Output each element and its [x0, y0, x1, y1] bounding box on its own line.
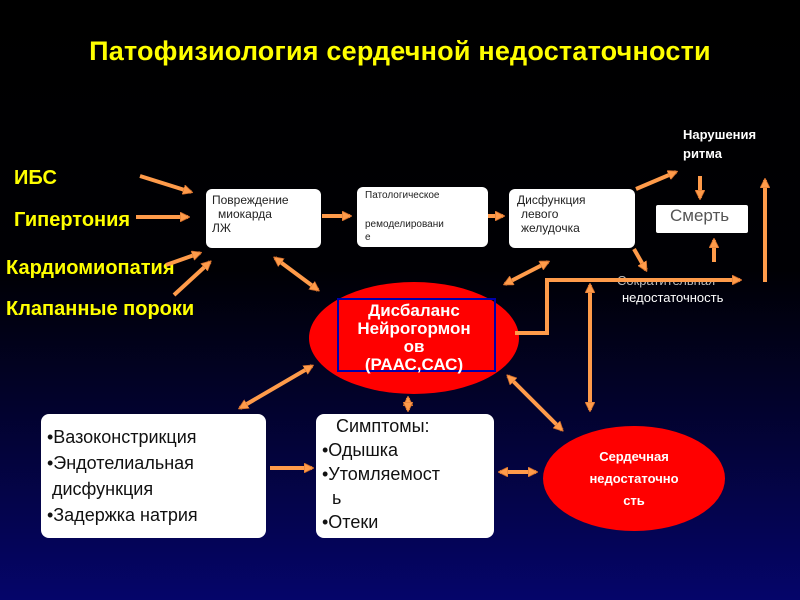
- box-line: Патологическое: [365, 190, 440, 201]
- list-item: •Отеки: [322, 512, 379, 532]
- box-line: Повреждение: [212, 193, 289, 207]
- list-item: дисфункция: [47, 479, 154, 499]
- arrow-damage-imbalance: [275, 258, 318, 290]
- imbalance-line: Нейрогормон: [357, 319, 471, 338]
- box-line: ремоделировани: [365, 219, 444, 230]
- list-item: •Одышка: [322, 440, 399, 460]
- box-myocardial-damage: Повреждение миокарда ЛЖ: [206, 189, 321, 248]
- list-item: •Эндотелиальная: [47, 453, 194, 473]
- imbalance-line: Дисбаланс: [368, 301, 460, 320]
- ellipse-neurohormonal-imbalance: Дисбаланс Нейрогормон ов (РААС,САС): [309, 282, 519, 394]
- box-vasoconstriction: •Вазоконстрикция •Эндотелиальная дисфунк…: [41, 414, 266, 538]
- cause-valve-disease: Клапанные пороки: [6, 298, 195, 320]
- label-arrhythmia: Нарушения ритма: [683, 125, 756, 163]
- label-line: недостаточность: [622, 290, 724, 305]
- arrow-imbalance-heartfailure: [508, 376, 562, 430]
- arrow-to-arrhythmia: [635, 172, 676, 191]
- box-pathological-remodeling: Патологическое ремоделировани е: [357, 187, 488, 247]
- list-item: ь: [332, 488, 342, 508]
- heart-failure-line: Сердечная: [599, 448, 669, 464]
- list-item: •Вазоконстрикция: [47, 427, 197, 447]
- label-line: ритма: [683, 146, 722, 161]
- imbalance-line: (РААС,САС): [364, 355, 464, 374]
- box-line: Дисфункция: [517, 193, 586, 207]
- box-line: е: [365, 232, 371, 243]
- imbalance-frame: [337, 298, 496, 372]
- box-line: ЛЖ: [212, 221, 231, 235]
- list-item: •Задержка натрия: [47, 505, 198, 525]
- arrow-valve: [172, 262, 210, 297]
- imbalance-text: Дисбаланс Нейрогормон ов (РААС,САС): [357, 302, 470, 374]
- heart-failure-line: недостаточно: [589, 470, 679, 486]
- box-symptoms: Симптомы: •Одышка •Утомляемост ь •Отеки: [316, 414, 494, 538]
- box-line: миокарда: [218, 207, 272, 221]
- arrow-ibs: [139, 174, 191, 192]
- arrow-imbalance-right: [515, 280, 740, 335]
- imbalance-line: ов: [403, 337, 425, 356]
- heart-failure-line: сть: [623, 492, 645, 508]
- box-death: Смерть: [656, 205, 748, 233]
- heart-failure-text: Сердечная недостаточно сть: [589, 446, 678, 512]
- list-item: Симптомы:: [336, 416, 430, 436]
- arrow-cardiomyopathy: [165, 253, 200, 267]
- box-lv-dysfunction: Дисфункция левого желудочка: [509, 189, 635, 248]
- box-line: левого: [521, 207, 559, 221]
- arrow-vaso-imbalance: [240, 364, 312, 410]
- label-line: Нарушения: [683, 127, 757, 142]
- cause-ibs: ИБС: [14, 167, 57, 189]
- ellipse-heart-failure: Сердечная недостаточно сть: [543, 426, 725, 531]
- box-line: желудочка: [521, 221, 580, 235]
- arrow-dysfunction-contractile: [632, 248, 648, 270]
- list-item: •Утомляемост: [322, 464, 441, 484]
- arrow-imbalance-dysfunction: [505, 260, 548, 286]
- page-title: Патофизиология сердечной недостаточности: [89, 36, 711, 66]
- box-line: Смерть: [670, 206, 730, 225]
- cause-hypertension: Гипертония: [14, 209, 131, 231]
- cause-cardiomyopathy: Кардиомиопатия: [6, 257, 175, 279]
